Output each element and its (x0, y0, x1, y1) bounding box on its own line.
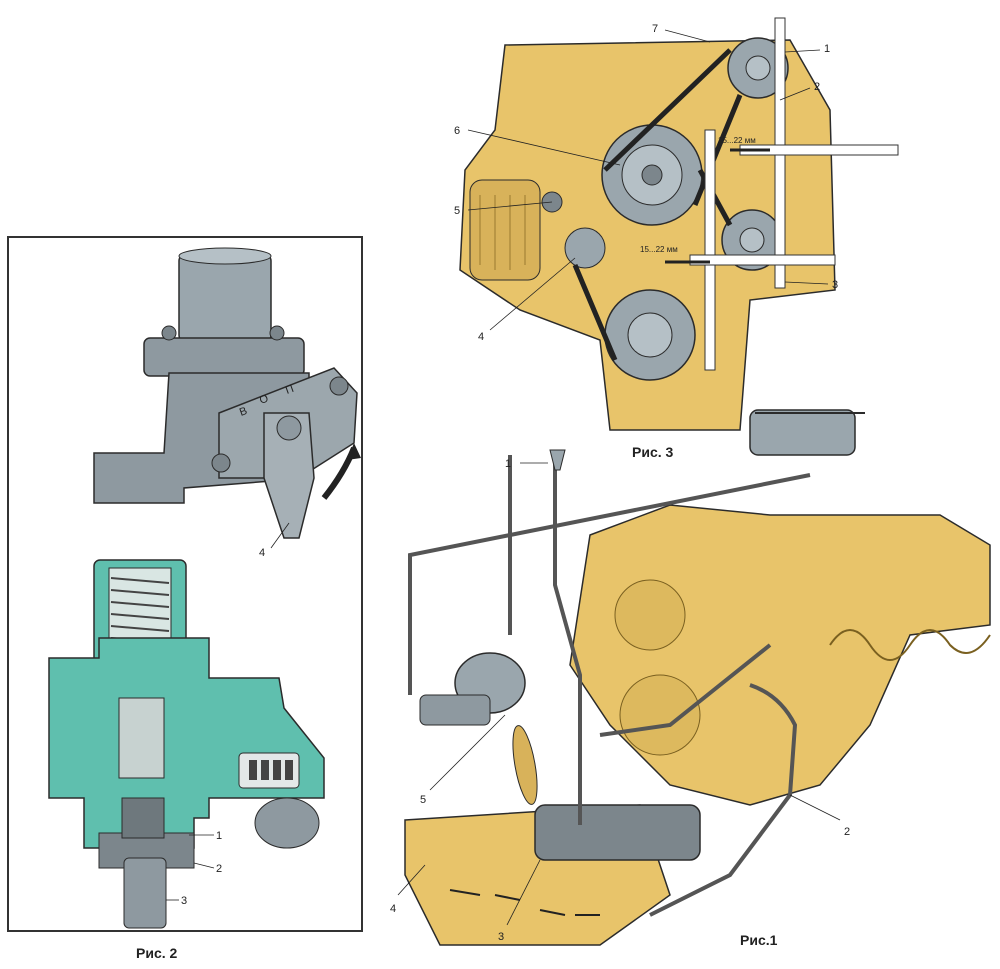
pipelines (408, 455, 811, 917)
pump-external-view: В О П 4 (93, 247, 361, 559)
pump-and-filter (419, 652, 701, 861)
engine-block-side (569, 504, 991, 806)
fig3-callouts: 1 2 3 4 5 6 7 (454, 23, 838, 343)
figure-1-caption: Рис.1 (740, 932, 778, 948)
expansion-tank (749, 409, 865, 456)
tension-gauges: 15...22 мм 15...22 мм (640, 17, 899, 371)
measurement-lower: 15...22 мм (640, 245, 678, 254)
oil-filler (549, 449, 566, 471)
pulley-generator (727, 37, 789, 99)
pulley-fan (601, 124, 703, 226)
fig3-callout-5: 5 (454, 205, 460, 217)
fig3-callout-2: 2 (814, 81, 820, 93)
fig3-callout-1: 1 (824, 43, 830, 55)
fig2-callout-2: 2 (216, 863, 222, 875)
letter-v: В (238, 405, 249, 419)
figure-2-caption: Рис. 2 (136, 945, 178, 961)
figure-2-frame: В О П 4 1 (7, 236, 363, 932)
letter-p: П (284, 383, 296, 397)
fig2-callout-1: 1 (216, 830, 222, 842)
fig2-callout-3: 3 (181, 895, 187, 907)
fig2-callout-4: 4 (259, 547, 265, 559)
fig3-callout-7: 7 (652, 23, 658, 35)
fig1-callout-2: 2 (844, 826, 850, 838)
pulley-crankshaft (604, 289, 696, 381)
figure-3-drawing: 15...22 мм 15...22 мм 1 2 3 4 5 6 7 (454, 17, 899, 431)
fig3-callout-3: 3 (832, 279, 838, 291)
measurement-upper: 15...22 мм (718, 136, 756, 145)
fig1-callout-4: 4 (390, 903, 396, 915)
pump-section-view: 1 2 3 (48, 559, 325, 929)
fig3-callout-4: 4 (478, 331, 484, 343)
fig3-callout-6: 6 (454, 125, 460, 137)
figure-3-caption: Рис. 3 (632, 444, 674, 460)
fig1-callout-5: 5 (420, 794, 426, 806)
figure-1-drawing: 1 2 3 4 5 (390, 409, 991, 946)
fig1-callouts: 1 2 3 4 5 (390, 458, 850, 943)
fig1-callout-1: 1 (505, 458, 511, 470)
fig1-callout-3: 3 (498, 931, 504, 943)
figure-2-drawing: В О П 4 1 (48, 247, 361, 929)
